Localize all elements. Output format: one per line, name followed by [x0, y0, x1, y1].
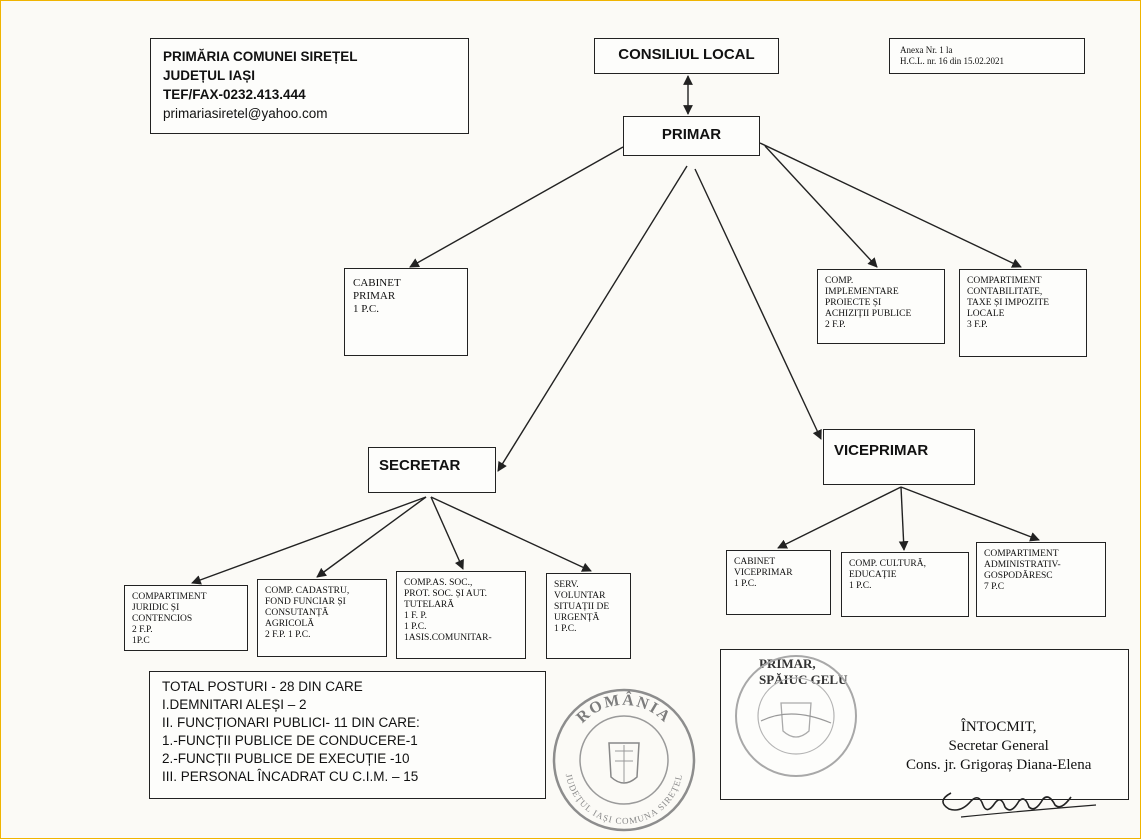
- node-line: COMPARTIMENT: [132, 592, 207, 602]
- annex-line-2: H.C.L. nr. 16 din 15.02.2021: [900, 56, 1005, 66]
- edge-secretar-cadastru: [316, 496, 427, 578]
- annex-note: Anexa Nr. 1 la H.C.L. nr. 16 din 15.02.2…: [889, 38, 1085, 74]
- node-line: 3 F.P.: [967, 320, 988, 330]
- edge-primar-comp-cont: [759, 142, 1022, 268]
- node-line: AGRICOLĂ: [265, 619, 315, 629]
- node-line: CABINET: [353, 277, 401, 289]
- node-line: VOLUNTAR: [554, 591, 606, 601]
- edge-secretar-voluntar: [430, 496, 592, 572]
- totals-line: II. FUNCȚIONARI PUBLICI- 11 din care:: [162, 715, 420, 730]
- node-line: SITUAȚII DE: [554, 602, 610, 612]
- phone-fax: TEF/FAX-0232.413.444: [163, 87, 306, 102]
- node-line: 1 F. P.: [404, 611, 428, 621]
- node-comp-administrativ: COMPARTIMENT ADMINISTRATIV- GOSPODĂRESC …: [976, 542, 1106, 617]
- node-line: ADMINISTRATIV-: [984, 560, 1061, 570]
- node-comp-asistenta-sociala: COMP.AS. SOC., PROT. SOC. ȘI AUT. TUTELA…: [396, 571, 526, 659]
- node-line: CONTENCIOS: [132, 614, 193, 624]
- node-line: VICEPRIMAR: [734, 568, 793, 578]
- official-seal-stamp: ROMÂNIA JUDEȚUL IAȘI COMUNA SIREȚEL: [552, 688, 696, 832]
- mayor-seal-stamp: [735, 655, 857, 777]
- node-line: CABINET: [734, 557, 776, 567]
- annex-line-1: Anexa Nr. 1 la: [900, 45, 953, 55]
- totals-line: III. PERSONAL ÎNCADRAT CU C.I.M. – 15: [162, 769, 419, 784]
- node-viceprimar: VICEPRIMAR: [823, 429, 975, 485]
- totals-summary: TOTAL POSTURI - 28 din care I.DEMNITARI …: [149, 671, 546, 799]
- node-line: CONSUTANȚĂ: [265, 608, 329, 618]
- edge-primar-viceprimar: [694, 168, 822, 440]
- prepared-by-block: ÎNTOCMIT, Secretar General Cons. jr. Gri…: [906, 718, 1091, 775]
- node-line: 2 F.P.: [825, 320, 846, 330]
- county-name: JUDEȚUL IAȘI: [163, 68, 256, 83]
- node-line: SERV.: [554, 580, 579, 590]
- node-line: FOND FUNCIAR ȘI: [265, 597, 346, 607]
- node-line: 1P.C: [132, 636, 150, 646]
- node-line: COMPARTIMENT: [984, 549, 1059, 559]
- edge-secretar-as: [430, 496, 464, 570]
- node-serv-voluntar: SERV. VOLUNTAR SITUAȚII DE URGENȚĂ 1 P.C…: [546, 573, 631, 659]
- edge-vice-admin: [900, 486, 1040, 542]
- prepared-by-role: Secretar General: [948, 738, 1049, 754]
- node-line: ACHIZIȚII PUBLICE: [825, 309, 912, 319]
- node-line: COMP. CADASTRU,: [265, 586, 350, 596]
- totals-line: I.DEMNITARI ALEȘI – 2: [162, 697, 307, 712]
- node-line: 7 P.C: [984, 582, 1005, 592]
- node-line: 2 F.P.: [132, 625, 153, 635]
- node-line: GOSPODĂRESC: [984, 571, 1053, 581]
- svg-text:ROMÂNIA: ROMÂNIA: [573, 690, 674, 727]
- node-line: COMP. CULTURĂ,: [849, 559, 926, 569]
- node-line: COMP.AS. SOC.,: [404, 578, 473, 588]
- prepared-by-label: ÎNTOCMIT,: [960, 719, 1037, 735]
- node-line: CONTABILITATE,: [967, 287, 1043, 297]
- node-line: COMP.: [825, 276, 854, 286]
- node-line: PRIMAR: [353, 290, 396, 302]
- node-line: URGENȚĂ: [554, 613, 600, 623]
- handwritten-signature: [942, 792, 1097, 818]
- prepared-by-name: Cons. jr. Grigoraș Diana-Elena: [906, 757, 1092, 773]
- totals-line: 1.-FUNCȚII PUBLICE DE CONDUCERE-1: [162, 733, 418, 748]
- node-line: EDUCAȚIE: [849, 570, 897, 580]
- node-comp-cultura: COMP. CULTURĂ, EDUCAȚIE 1 P.C.: [841, 552, 969, 617]
- node-line: 1 P.C.: [734, 579, 757, 589]
- totals-line: 2.-FUNCȚII PUBLICE DE EXECUȚIE -10: [162, 751, 410, 766]
- edge-vice-cultura: [898, 486, 909, 551]
- node-line: 1 P.C.: [353, 303, 379, 315]
- node-secretar: SECRETAR: [368, 447, 496, 493]
- totals-line: TOTAL POSTURI - 28 din care: [162, 679, 363, 694]
- node-line: 1ASIS.COMUNITAR-: [404, 633, 492, 643]
- node-primar: PRIMAR: [623, 116, 760, 156]
- seal-top-text: ROMÂNIA: [573, 690, 672, 727]
- node-comp-implementare: COMP. IMPLEMENTARE PROIECTE ȘI ACHIZIȚII…: [817, 269, 945, 344]
- node-comp-contabilitate: COMPARTIMENT CONTABILITATE, TAXE ȘI IMPO…: [959, 269, 1087, 357]
- node-cabinet-primar: CABINET PRIMAR 1 P.C.: [344, 268, 468, 356]
- edge-secretar-juridic: [191, 496, 427, 585]
- institution-header: PRIMĂRIA COMUNEI SIREȚEL JUDEȚUL IAȘI TE…: [150, 38, 469, 134]
- institution-name: PRIMĂRIA COMUNEI SIREȚEL: [163, 49, 358, 64]
- node-cabinet-viceprimar: CABINET VICEPRIMAR 1 P.C.: [726, 550, 831, 615]
- mayor-name: SPĂIUC GELU: [759, 672, 848, 687]
- edge-primar-cabinet: [409, 146, 624, 268]
- node-line: 1 P.C.: [554, 624, 577, 634]
- node-line: JURIDIC ȘI: [132, 603, 180, 613]
- edge-primar-comp-impl: [764, 145, 878, 268]
- node-line: LOCALE: [967, 309, 1005, 319]
- node-comp-cadastru: COMP. CADASTRU, FOND FUNCIAR ȘI CONSUTAN…: [257, 579, 387, 657]
- node-line: 1 P.C.: [404, 622, 427, 632]
- node-line: PROT. SOC. ȘI AUT.: [404, 589, 488, 599]
- node-line: 2 F.P. 1 P.C.: [265, 630, 311, 640]
- node-comp-juridic: COMPARTIMENT JURIDIC ȘI CONTENCIOS 2 F.P…: [124, 585, 248, 651]
- node-line: PROIECTE ȘI: [825, 298, 882, 308]
- node-line: TUTELARĂ: [404, 600, 455, 610]
- node-line: COMPARTIMENT: [967, 276, 1042, 286]
- node-line: IMPLEMENTARE: [825, 287, 899, 297]
- node-line: TAXE ȘI IMPOZITE: [967, 298, 1050, 308]
- node-consiliul-local: CONSILIUL LOCAL: [594, 38, 779, 74]
- email: primariasiretel@yahoo.com: [163, 106, 328, 121]
- node-line: 1 P.C.: [849, 581, 872, 591]
- edge-primar-secretar: [497, 165, 688, 472]
- edge-vice-cabinet: [777, 486, 902, 549]
